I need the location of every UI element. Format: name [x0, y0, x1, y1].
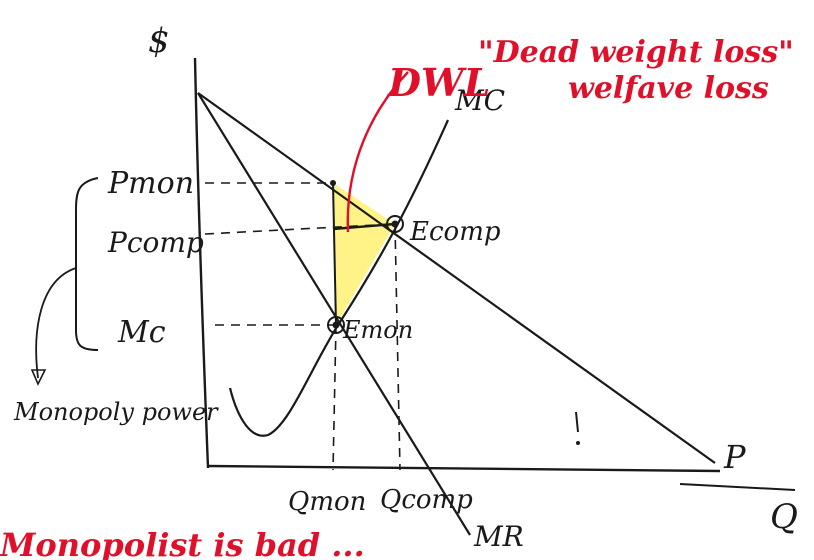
e-mon-label: Emon	[342, 316, 413, 344]
stray-tick	[575, 411, 579, 433]
dash-qcomp	[394, 223, 401, 471]
monopoly-bracket	[75, 177, 99, 351]
x-axis-label: Q	[770, 497, 798, 537]
p-mon-label: Pmon	[107, 166, 194, 201]
mc-curve-label: MC	[454, 84, 505, 117]
footer-text: Monopolist is bad ...	[0, 526, 365, 560]
dwl-vertical-edge	[332, 182, 337, 326]
demand-curve	[197, 92, 716, 464]
bracket-arrowhead	[30, 369, 47, 386]
dwl-horizontal-edge	[332, 222, 396, 231]
dead-weight-loss-label: "Dead weight loss"	[478, 35, 794, 70]
e-comp-label: Ecomp	[409, 217, 501, 247]
mr-curve-label: MR	[473, 520, 524, 553]
pmon-dot	[330, 180, 336, 186]
dash-qmon	[332, 324, 337, 471]
monopoly-power-label: Monopoly power	[13, 398, 219, 426]
q-comp-label: Qcomp	[380, 485, 473, 515]
bracket-pointer	[35, 267, 77, 379]
y-axis-label: $	[148, 21, 170, 61]
x-axis-arrow-tail	[679, 483, 796, 491]
mc-price-label: Mc	[117, 315, 166, 350]
y-axis	[193, 57, 210, 469]
p-comp-label: Pcomp	[107, 226, 204, 259]
dwl-triangle	[333, 183, 395, 325]
q-mon-label: Qmon	[288, 487, 366, 517]
x-axis	[207, 464, 721, 473]
e-mon-point	[327, 316, 345, 334]
stray-dot	[576, 441, 580, 445]
dwl-label: DWL	[387, 60, 490, 105]
demand-curve-label: P	[723, 438, 746, 476]
e-comp-point	[386, 215, 404, 233]
mc-curve	[228, 119, 450, 437]
welfare-loss-label: welfave loss	[568, 71, 769, 106]
dwl-pointer	[346, 71, 409, 233]
mr-curve	[197, 92, 471, 536]
monopoly-power-text: Monopoly power	[13, 398, 219, 426]
